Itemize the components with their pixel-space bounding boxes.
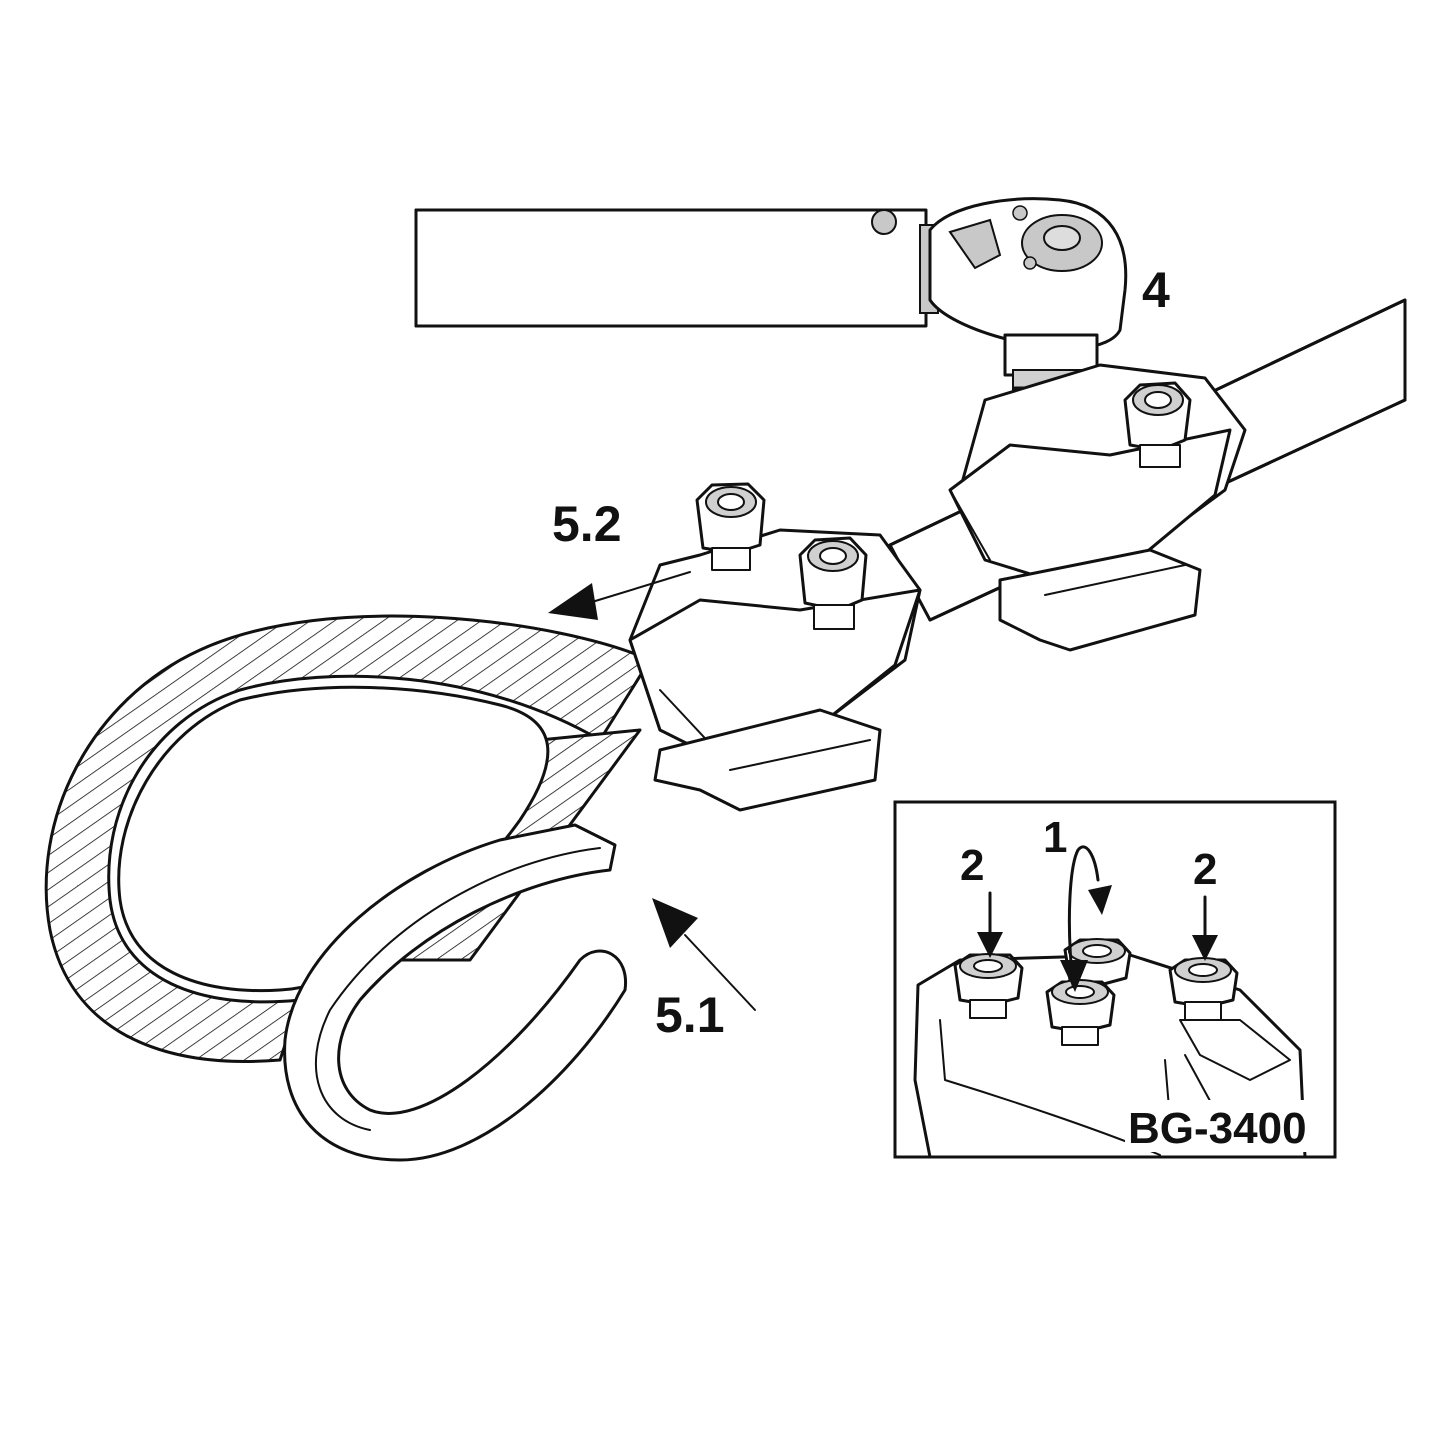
inset-nut-front-center (1045, 979, 1116, 1046)
callout-5-1: 5.1 (655, 987, 725, 1043)
callout-4: 4 (1142, 262, 1170, 318)
arrow-5-2 (548, 571, 691, 620)
inset-label-2-right: 2 (1193, 845, 1217, 894)
inset-tightening-sequence: 1 2 2 BG-3400 (893, 800, 1337, 1159)
rope-clamp-upper (948, 363, 1247, 652)
arrow-5-1 (652, 898, 756, 1011)
torque-wrench (414, 197, 1128, 419)
inset-arrow-left (977, 891, 1003, 958)
part-number-label: BG-3400 (1128, 1104, 1307, 1153)
inset-label-2-left: 2 (960, 841, 984, 890)
callout-5-2: 5.2 (552, 496, 622, 552)
inset-label-1: 1 (1043, 813, 1067, 862)
inset-arrow-right (1192, 895, 1218, 961)
inset-nut-right (1168, 957, 1239, 1021)
rope-clamp-center (628, 482, 922, 812)
inset-nut-left (953, 953, 1024, 1019)
thimble (283, 823, 627, 1162)
inset-arrow-center-rotate (1060, 845, 1112, 992)
